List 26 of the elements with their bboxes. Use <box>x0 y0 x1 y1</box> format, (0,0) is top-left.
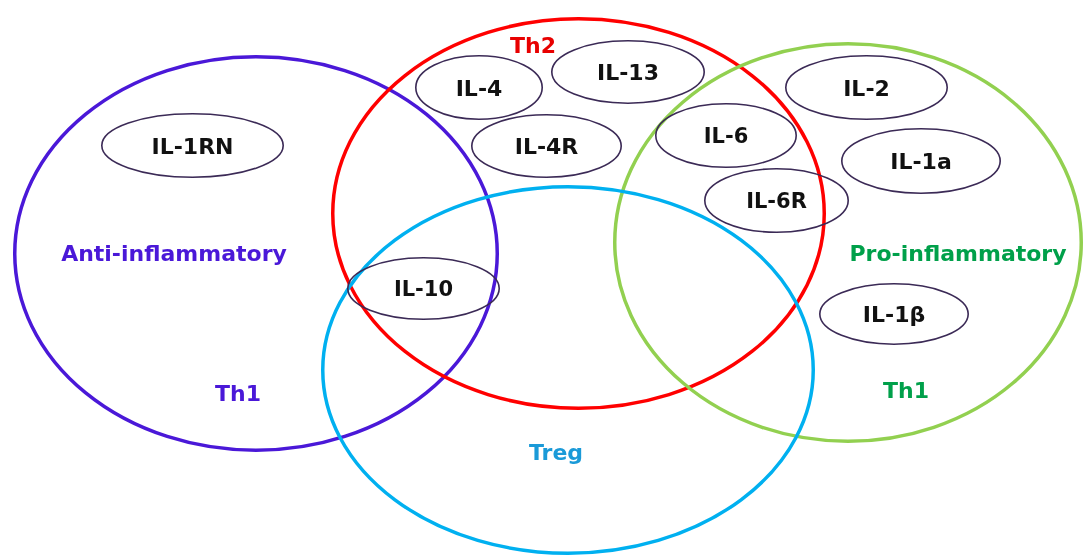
set-label: Treg <box>528 439 584 465</box>
set-ellipse <box>331 17 826 410</box>
cytokine-ellipse <box>471 114 622 178</box>
set-label: Pro-inflammatory <box>849 240 1067 266</box>
cytokine-ellipse <box>819 283 969 345</box>
cytokine-label: IL-2 <box>843 75 890 100</box>
cytokine-label: IL-10 <box>393 276 454 301</box>
cytokine-label: IL-6R <box>746 188 807 213</box>
cytokine-ellipse <box>101 113 284 178</box>
cytokine-ellipse <box>655 103 797 168</box>
cytokine-label: IL-13 <box>597 59 659 85</box>
cytokine-label: IL-4 <box>455 75 503 100</box>
cytokine-label: IL-1RN <box>151 133 234 158</box>
cytokine-label: IL-6 <box>703 123 749 148</box>
cytokine-ellipse <box>347 257 500 320</box>
set-label: Th1 <box>883 377 929 403</box>
set-label: Anti-inflammatory <box>61 240 287 266</box>
set-label: Th2 <box>510 32 556 58</box>
set-ellipse <box>321 185 815 555</box>
cytokine-ellipse <box>785 55 948 120</box>
cytokine-ellipse <box>415 55 543 120</box>
set-label: Th1 <box>215 380 261 406</box>
cytokine-label: IL-4R <box>514 133 579 159</box>
cytokine-ellipse <box>841 128 1001 194</box>
cytokine-label: IL-1β <box>862 301 926 327</box>
cytokine-label: IL-1a <box>890 148 952 174</box>
